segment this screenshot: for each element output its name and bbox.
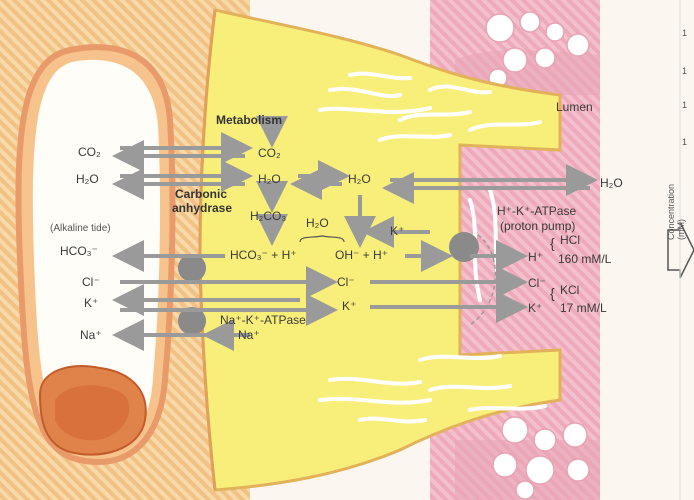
h2co3-label: H₂CO₃ <box>250 209 287 223</box>
na-cell-label: Na⁺ <box>238 328 260 342</box>
anhydrase-label: anhydrase <box>172 201 233 215</box>
na-k-atpase-label: Na⁺-K⁺-ATPase <box>220 313 306 327</box>
secretory-granules <box>485 11 590 500</box>
carbonic-label: Carbonic <box>175 187 228 201</box>
lumen-label: Lumen <box>556 100 593 114</box>
hcl-label: HCl <box>560 233 580 247</box>
h2o-mid-label: H₂O <box>348 172 371 186</box>
h2o-brace <box>299 235 345 243</box>
h2o-brace-label: H₂O <box>306 216 329 230</box>
hco3-h-label: HCO₃⁻ + H⁺ <box>230 248 297 262</box>
kcl-label: KCl <box>560 283 580 297</box>
flux-arrows <box>112 116 598 351</box>
cl-lumen-label: Cl⁻ <box>528 276 546 290</box>
na-blood-label: Na⁺ <box>80 328 102 342</box>
k-plus-mid-label: K⁺ <box>390 224 405 238</box>
co2-blood-label: CO₂ <box>78 145 101 159</box>
hcl-brace-icon: { <box>550 235 555 251</box>
k-lumen-label: K⁺ <box>528 301 543 315</box>
proton-pump-label: (proton pump) <box>500 219 576 233</box>
axis-tick-3: 1 <box>682 100 688 110</box>
k-blood-label: K⁺ <box>84 296 99 310</box>
kcl-conc-label: 17 mM/L <box>560 301 607 315</box>
kcl-brace-icon: { <box>550 285 555 301</box>
cl-blood-label: Cl⁻ <box>82 275 100 289</box>
concentration-axis-label: Concentration (mM) <box>666 183 686 240</box>
na-k-atpase-pump <box>178 307 206 335</box>
hco3-cl-exchanger <box>178 254 206 282</box>
alkaline-tide-label: (Alkaline tide) <box>50 223 111 234</box>
h2o-lumen-label: H₂O <box>600 176 623 190</box>
hco3-blood-label: HCO₃⁻ <box>60 244 98 258</box>
axis-tick-4: 1 <box>682 137 688 147</box>
metabolism-label: Metabolism <box>216 113 283 127</box>
cl-mid-label: Cl⁻ <box>337 275 355 289</box>
co2-cell-label: CO₂ <box>258 146 281 160</box>
axis-tick-2: 1 <box>682 66 688 76</box>
axis-tick-1: 1 <box>682 28 688 38</box>
hk-atpase-label: H⁺-K⁺-ATPase <box>497 204 577 218</box>
h2o-cell-label: H₂O <box>258 172 281 186</box>
oh-h-label: OH⁻ + H⁺ <box>335 248 389 262</box>
hcl-conc-label: 160 mM/L <box>558 252 612 266</box>
h-lumen-label: H⁺ <box>528 250 543 264</box>
canaliculi <box>318 71 547 424</box>
h2o-blood-label: H₂O <box>76 172 99 186</box>
k-mid-label: K⁺ <box>342 299 357 313</box>
